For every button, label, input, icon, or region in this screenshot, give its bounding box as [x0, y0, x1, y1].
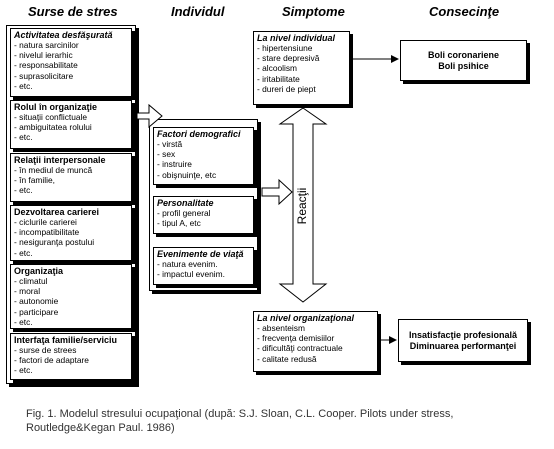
- source-title: Dezvoltarea carierei: [14, 207, 100, 217]
- source-item: climatul: [14, 276, 128, 286]
- individual-column: Factori demografici virstă sex instruire…: [149, 119, 258, 291]
- consequence-individual-box: Boli coronariene Boli psihice: [400, 40, 527, 81]
- individual-item: profil general: [157, 208, 250, 218]
- source-item: autonomie: [14, 296, 128, 306]
- individual-item: obişnuinţe, etc: [157, 170, 250, 180]
- source-item: ciclurile carierei: [14, 217, 128, 227]
- source-title: Interfaţa familie/serviciu: [14, 335, 118, 345]
- source-title: Organizaţia: [14, 266, 64, 276]
- individual-item: instruire: [157, 159, 250, 169]
- source-title: Rolul în organizaţie: [14, 102, 98, 112]
- source-item: etc.: [14, 81, 128, 91]
- symptom-item: calitate redusă: [257, 354, 374, 364]
- symptom-item: absenteism: [257, 323, 374, 333]
- symptoms-organizational-box: La nivel organizaţional absenteism frecv…: [253, 311, 378, 372]
- source-item: etc.: [14, 185, 128, 195]
- source-item: nivelul ierarhic: [14, 50, 128, 60]
- individual-title: Personalitate: [157, 198, 214, 208]
- consequence-text: Boli coronariene: [427, 50, 499, 60]
- individual-item: sex: [157, 149, 250, 159]
- caption-line: Fig. 1. Modelul stresului ocupaţional (d…: [26, 408, 454, 420]
- source-item: natura sarcinilor: [14, 40, 128, 50]
- source-item: participare: [14, 307, 128, 317]
- source-item: situaţii conflictuale: [14, 112, 128, 122]
- source-title: Activitatea desfăşurată: [14, 30, 113, 40]
- source-item: în mediul de muncă: [14, 165, 128, 175]
- symptom-item: hipertensiune: [257, 43, 346, 53]
- reactions-double-arrow: [278, 107, 328, 303]
- source-item: etc.: [14, 317, 128, 327]
- source-item: etc.: [14, 248, 128, 258]
- individual-box-life-events: Evenimente de viaţă natura evenim. impac…: [153, 247, 254, 285]
- symptom-item: iritabilitate: [257, 74, 346, 84]
- sources-column: Activitatea desfăşurată natura sarcinilo…: [6, 25, 136, 384]
- source-title: Relaţii interpersonale: [14, 155, 106, 165]
- header-sources: Surse de stres: [28, 4, 118, 19]
- individual-item: natura evenim.: [157, 259, 250, 269]
- source-item: etc.: [14, 365, 128, 375]
- source-item: în familie,: [14, 175, 128, 185]
- symptom-item: alcoolism: [257, 63, 346, 73]
- individual-item: virstă: [157, 139, 250, 149]
- symptom-item: dificultăţi contractuale: [257, 343, 374, 353]
- caption-line: Routledge&Kegan Paul. 1986): [26, 422, 175, 434]
- symptom-item: dureri de piept: [257, 84, 346, 94]
- source-item: ambiguitatea rolului: [14, 122, 128, 132]
- source-item: surse de strees: [14, 345, 128, 355]
- header-individual: Individul: [171, 4, 225, 19]
- source-box-role: Rolul în organizaţie situaţii conflictua…: [10, 100, 132, 149]
- individual-box-personality: Personalitate profil general tipul A, et…: [153, 196, 254, 234]
- arrow-individual-to-reactions: [261, 178, 293, 206]
- source-item: factori de adaptare: [14, 355, 128, 365]
- source-box-activity: Activitatea desfăşurată natura sarcinilo…: [10, 28, 132, 97]
- source-box-family-work: Interfaţa familie/serviciu surse de stre…: [10, 333, 132, 380]
- symptom-item: stare depresivă: [257, 53, 346, 63]
- source-box-relations: Relaţii interpersonale în mediul de munc…: [10, 153, 132, 202]
- source-item: etc.: [14, 132, 128, 142]
- source-box-organization: Organizaţia climatul moral autonomie par…: [10, 264, 132, 329]
- source-item: nesiguranţa postului: [14, 237, 128, 247]
- header-consequences: Consecinţe: [429, 4, 500, 19]
- header-symptoms: Simptome: [282, 4, 345, 19]
- symptoms-title: La nivel individual: [257, 33, 336, 43]
- individual-box-demographic: Factori demografici virstă sex instruire…: [153, 127, 254, 185]
- source-item: suprasolicitare: [14, 71, 128, 81]
- symptoms-individual-box: La nivel individual hipertensiune stare …: [253, 31, 350, 105]
- source-item: incompatibilitate: [14, 227, 128, 237]
- consequence-text: Diminuarea performanţei: [409, 341, 517, 351]
- consequence-organizational-box: Insatisfacţie profesională Diminuarea pe…: [398, 319, 528, 362]
- symptoms-title: La nivel organizaţional: [257, 313, 355, 323]
- individual-title: Factori demografici: [157, 129, 241, 139]
- figure-caption: Fig. 1. Modelul stresului ocupaţional (d…: [26, 407, 453, 435]
- symptom-item: frecvenţa demisiilor: [257, 333, 374, 343]
- arrow-sources-to-individual: [136, 103, 163, 129]
- consequence-text: Boli psihice: [438, 61, 489, 71]
- source-item: moral: [14, 286, 128, 296]
- individual-item: impactul evenim.: [157, 269, 250, 279]
- individual-title: Evenimente de viaţă: [157, 249, 244, 259]
- source-box-career: Dezvoltarea carierei ciclurile carierei …: [10, 205, 132, 261]
- individual-item: tipul A, etc: [157, 218, 250, 228]
- source-item: responsabilitate: [14, 60, 128, 70]
- consequence-text: Insatisfacţie profesională: [408, 330, 518, 340]
- reactions-label: Reacţii: [295, 187, 309, 225]
